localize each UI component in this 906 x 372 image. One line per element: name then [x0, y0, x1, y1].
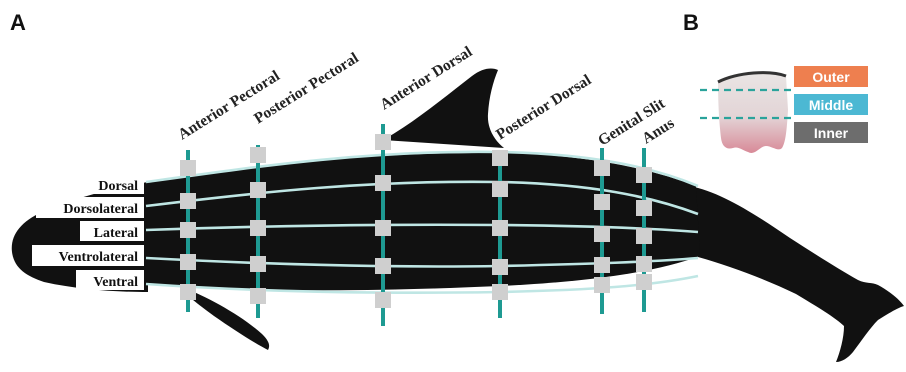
sample-square-anterior-pectoral-ventral [180, 284, 196, 300]
blubber-cross-section: Outer Middle Inner [700, 66, 868, 153]
region-label-dorsal: Dorsal [98, 179, 138, 194]
sample-square-posterior-pectoral-dorsal [250, 147, 266, 163]
layer-label-middle: Middle [809, 97, 854, 113]
site-label-posterior-dorsal: Posterior Dorsal [493, 71, 595, 143]
sample-square-anterior-dorsal-dorsolateral [375, 175, 391, 191]
region-label-ventrolateral: Ventrolateral [59, 250, 138, 265]
sample-square-posterior-dorsal-dorsolateral [492, 181, 508, 197]
sample-square-anterior-pectoral-ventrolateral [180, 254, 196, 270]
sample-square-anus-dorsal [636, 167, 652, 183]
region-label-dorsolateral: Dorsolateral [63, 202, 138, 217]
sample-square-genital-slit-ventrolateral [594, 257, 610, 273]
sample-square-genital-slit-lateral [594, 226, 610, 242]
sample-square-posterior-dorsal-lateral [492, 220, 508, 236]
sample-square-posterior-dorsal-ventral [492, 284, 508, 300]
sample-square-anterior-pectoral-dorsal [180, 160, 196, 176]
sample-square-posterior-dorsal-ventrolateral [492, 259, 508, 275]
sample-square-genital-slit-dorsal [594, 160, 610, 176]
sample-square-anterior-pectoral-lateral [180, 222, 196, 238]
panel-b-letter: B [683, 10, 699, 35]
blubber-sample [718, 73, 788, 153]
whale-body [146, 153, 700, 290]
sample-square-anterior-dorsal-ventrolateral [375, 258, 391, 274]
sample-square-anterior-dorsal-ventral [375, 292, 391, 308]
sample-square-posterior-pectoral-ventral [250, 288, 266, 304]
sample-square-anus-ventrolateral [636, 256, 652, 272]
whale-dorsal-fin [383, 68, 504, 148]
sample-square-anus-dorsolateral [636, 200, 652, 216]
sample-square-posterior-pectoral-dorsolateral [250, 182, 266, 198]
sample-square-anus-ventral [636, 274, 652, 290]
region-label-lateral: Lateral [94, 226, 138, 241]
whale-tail [690, 186, 904, 362]
sample-square-posterior-pectoral-lateral [250, 220, 266, 236]
sample-square-anus-lateral [636, 228, 652, 244]
sample-square-anterior-dorsal-lateral [375, 220, 391, 236]
sample-square-genital-slit-dorsolateral [594, 194, 610, 210]
layer-label-inner: Inner [814, 125, 849, 141]
sample-square-posterior-dorsal-dorsal [492, 150, 508, 166]
panel-a-letter: A [10, 10, 26, 35]
region-label-ventral: Ventral [93, 275, 138, 290]
sample-square-genital-slit-ventral [594, 277, 610, 293]
layer-label-outer: Outer [812, 69, 850, 85]
sample-square-anterior-pectoral-dorsolateral [180, 193, 196, 209]
sample-square-anterior-dorsal-dorsal [375, 134, 391, 150]
sample-square-posterior-pectoral-ventrolateral [250, 256, 266, 272]
